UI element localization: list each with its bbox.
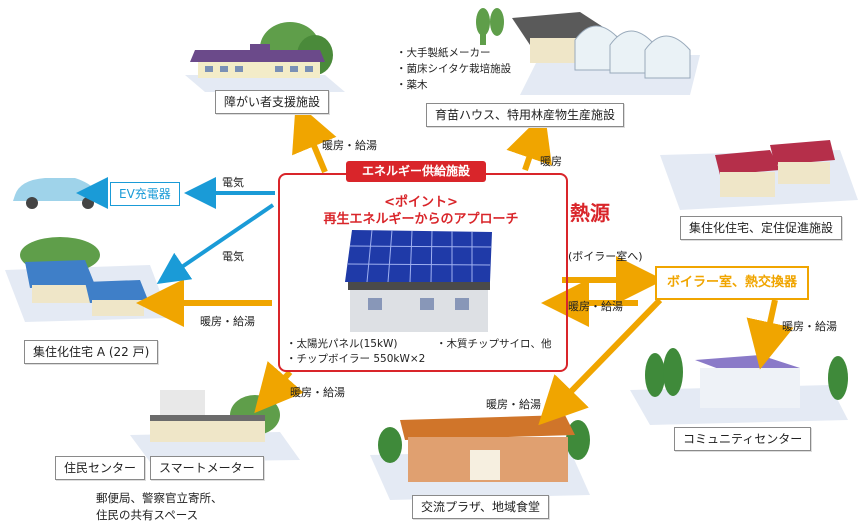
edge-label-housing-a: 暖房・給湯 — [200, 315, 255, 328]
residents-center-label: 住民センター — [55, 456, 146, 480]
boiler-room-label: ボイラー室、熱交換器 — [655, 266, 810, 300]
ev-car-illustration — [13, 178, 105, 209]
smart-meter-label: スマートメーター — [150, 456, 264, 480]
ev-charger-label: EV充電器 — [110, 182, 180, 206]
edge-label-nursery: 暖房 — [540, 155, 562, 168]
nursery-note-herb: ・薬木 — [396, 79, 428, 91]
residents-center-illustration — [150, 390, 280, 442]
housing-a-label: 集住化住宅 A (22 戸) — [24, 340, 159, 364]
housing-promo-illustration — [715, 140, 835, 197]
disability-facility-illustration — [190, 22, 333, 78]
edge-label-residents: 暖房・給湯 — [290, 386, 345, 399]
edge-label-boiler-room: (ボイラー室へ) — [568, 250, 643, 263]
disability-facility-label: 障がい者支援施設 — [215, 90, 330, 114]
plaza-illustration — [378, 415, 590, 482]
feature-solar: ・太陽光パネル(15kW) — [286, 338, 398, 350]
nursery-note-paper: ・大手製紙メーカー — [396, 47, 491, 59]
nursery-greenhouse-illustration — [476, 8, 691, 79]
community-center-label: コミュニティセンター — [674, 427, 812, 451]
heat-source-label: 熱源 — [570, 201, 610, 225]
energy-supply-title: エネルギー供給施設 — [346, 161, 486, 182]
nursery-note-shiitake: ・菌床シイタケ栽培施設 — [396, 63, 512, 75]
housing-promo-label: 集住化住宅、定住促進施設 — [680, 216, 843, 240]
residents-note-2: 住民の共有スペース — [96, 508, 199, 522]
housing-a-illustration — [20, 237, 148, 316]
edge-label-ev: 電気 — [222, 176, 244, 189]
edge-label-disability: 暖房・給湯 — [322, 139, 377, 152]
electricity-arrows — [156, 177, 275, 284]
edge-label-community: 暖房・給湯 — [782, 320, 837, 333]
feature-boiler: ・チップボイラー 550kW×2 — [286, 353, 426, 365]
point-heading: <ポイント> — [384, 195, 458, 210]
solar-house-illustration — [345, 229, 492, 332]
nursery-facility-label: 育苗ハウス、特用林産物生産施設 — [426, 103, 625, 127]
residents-note-1: 郵便局、警察官立寄所、 — [96, 491, 223, 505]
point-text: 再生エネルギーからのアプローチ — [323, 212, 519, 227]
feature-silo: ・木質チップサイロ、他 — [436, 338, 552, 350]
edge-label-housing-elec: 電気 — [222, 250, 244, 263]
plaza-label: 交流プラザ、地域食堂 — [412, 495, 550, 519]
edge-label-plaza: 暖房・給湯 — [486, 398, 541, 411]
edge-label-boiler-return: 暖房・給湯 — [568, 300, 623, 313]
